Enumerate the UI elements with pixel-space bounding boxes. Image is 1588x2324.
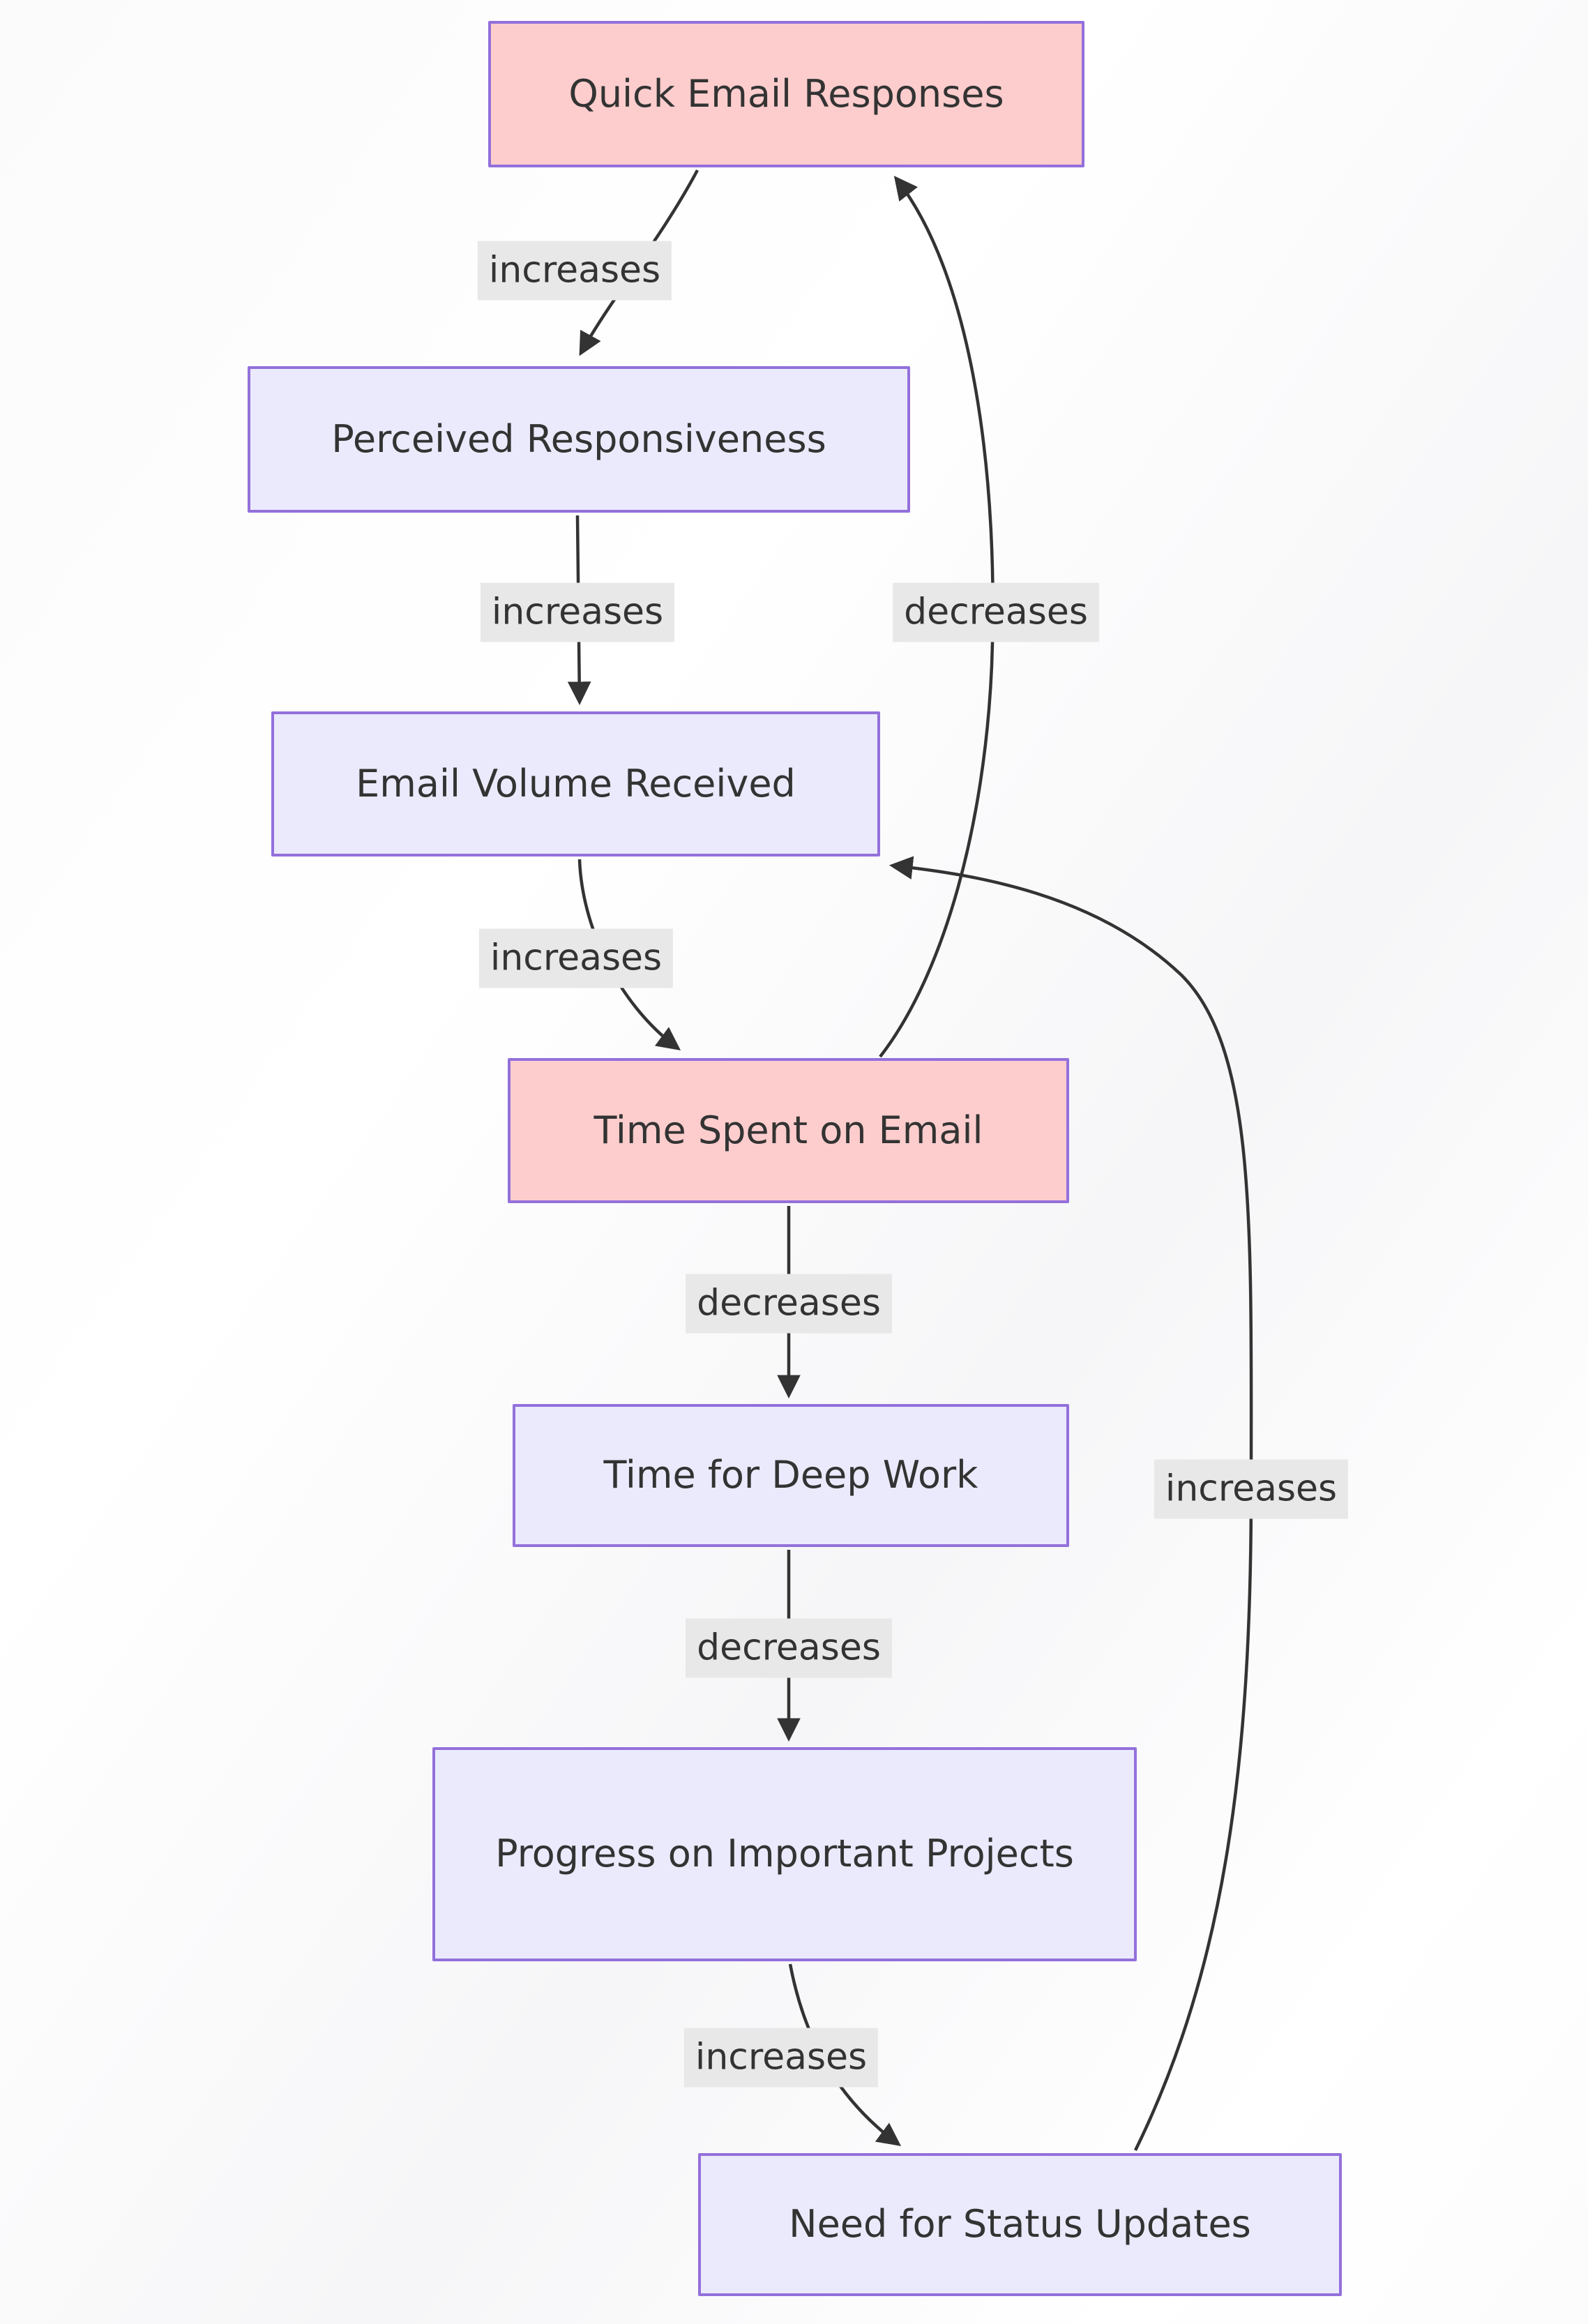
edge-label-decreases-2: decreases	[686, 1274, 892, 1334]
edge-time-spent-on-email-to-quick-email-responses	[879, 176, 995, 1058]
edge-label-decreases-1: decreases	[893, 582, 1099, 642]
edge-label-increases-4: increases	[683, 2028, 879, 2088]
node-perceived-responsiveness: Perceived Responsiveness	[248, 366, 910, 513]
node-quick-email-responses: Quick Email Responses	[488, 21, 1084, 167]
edge-need-for-status-updates-to-email-volume-received	[888, 856, 1253, 2151]
node-time-for-deep-work: Time for Deep Work	[513, 1404, 1069, 1547]
edge-label-decreases-3: decreases	[686, 1618, 892, 1678]
edge-label-increases-5: increases	[1154, 1459, 1349, 1519]
node-time-spent-on-email: Time Spent on Email	[508, 1058, 1069, 1203]
edge-label-increases-2: increases	[480, 582, 675, 642]
edge-label-increases-3: increases	[478, 928, 674, 988]
node-need-for-status-updates: Need for Status Updates	[698, 2153, 1342, 2296]
node-email-volume-received: Email Volume Received	[271, 711, 880, 857]
edge-label-increases-1: increases	[477, 241, 672, 301]
node-progress-on-important-projects: Progress on Important Projects	[432, 1747, 1137, 1961]
